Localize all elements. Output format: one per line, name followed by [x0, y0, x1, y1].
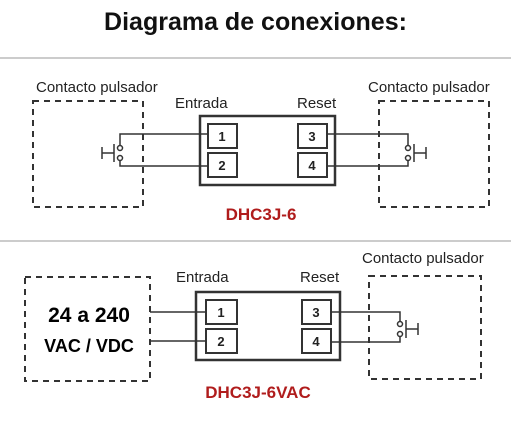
bottom-diagram	[24, 275, 482, 382]
bottom-terminal-4-label: 4	[312, 334, 320, 349]
top-model-label: DHC3J-6	[226, 205, 297, 224]
top-terminal-1-box	[207, 123, 238, 149]
bottom-terminal-2-label: 2	[217, 334, 224, 349]
bottom-wire-4	[331, 336, 401, 343]
top-left-pushbutton-icon	[101, 144, 124, 162]
diagram-title: Diagrama de conexiones:	[104, 8, 407, 36]
top-reset-label: Reset	[297, 95, 337, 112]
bottom-terminal-1-label: 1	[217, 305, 224, 320]
left-contact-box	[32, 100, 144, 208]
bottom-wire-3	[331, 311, 401, 322]
bottom-relay-body	[194, 290, 342, 362]
top-wire-3	[327, 133, 409, 146]
top-terminal-1-label: 1	[218, 129, 225, 144]
top-left-contact-label: Contacto pulsador	[36, 79, 158, 96]
top-diagram	[32, 100, 490, 208]
top-relay-body	[198, 114, 337, 187]
top-right-contact-label: Contacto pulsador	[368, 79, 490, 96]
top-wire-1	[119, 133, 208, 146]
bottom-right-pushbutton-icon	[396, 320, 419, 338]
top-terminal-3-label: 3	[308, 129, 315, 144]
bottom-terminal-4-box	[301, 328, 332, 354]
top-terminal-4-box	[297, 152, 328, 178]
top-right-pushbutton-icon	[404, 144, 427, 162]
supply-box	[24, 276, 151, 382]
top-wire-4	[327, 160, 409, 167]
top-terminal-3-box	[297, 123, 328, 149]
top-input-label: Entrada	[175, 95, 228, 112]
top-terminal-4-label: 4	[308, 158, 316, 173]
bottom-terminal-3-label: 3	[312, 305, 319, 320]
bottom-input-label: Entrada	[176, 269, 229, 286]
bottom-model-label: DHC3J-6VAC	[205, 383, 311, 402]
supply-voltage-line1: 24 a 240	[48, 304, 130, 327]
right-contact-box	[378, 100, 490, 208]
top-terminal-2-label: 2	[218, 158, 225, 173]
top-terminal-2-box	[207, 152, 238, 178]
bottom-right-contact-box	[368, 275, 482, 380]
supply-voltage-line2: VAC / VDC	[44, 336, 134, 356]
bottom-right-contact-label: Contacto pulsador	[362, 250, 484, 267]
bottom-reset-label: Reset	[300, 269, 340, 286]
top-wire-2	[119, 160, 208, 167]
